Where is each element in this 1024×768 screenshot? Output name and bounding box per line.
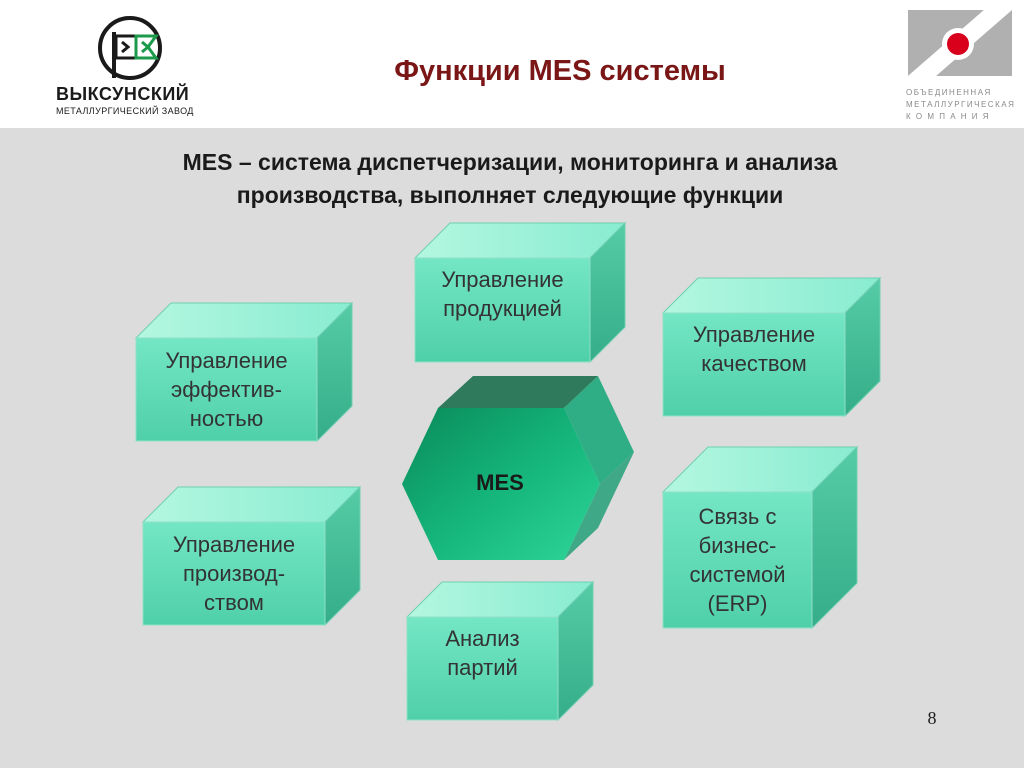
subtitle-line-2: производства, выполняет следующие функци… [236, 182, 784, 208]
box-label-erp: Связь с бизнес- системой (ERP) [689, 504, 786, 616]
box-production-management [141, 485, 362, 627]
box-label-production: Управление производ- ством [172, 532, 296, 615]
mes-center-label: MES [476, 470, 524, 495]
slide-subtitle: MES – система диспетчеризации, мониторин… [120, 146, 900, 212]
box-label-quality: Управление качеством [692, 322, 816, 376]
omk-logo-line-1: ОБЪЕДИНЕННАЯ [906, 88, 992, 97]
page-number: 8 [927, 708, 937, 728]
omk-emblem-icon [908, 10, 1012, 76]
mes-center-prism [402, 376, 634, 560]
subtitle-line-1: MES – система диспетчеризации, мониторин… [182, 149, 838, 175]
vyksa-emblem-icon [98, 16, 162, 80]
box-erp-link [661, 445, 859, 630]
slide-title: Функции MES системы [394, 55, 726, 87]
box-quality-management [661, 276, 882, 418]
box-batch-analysis [405, 580, 595, 722]
box-efficiency-management [134, 301, 354, 443]
box-label-batches: Анализ партий [445, 626, 520, 680]
box-label-products: Управление продукцией [441, 267, 564, 321]
slide-header: ВЫКСУНСКИЙ МЕТАЛЛУРГИЧЕСКИЙ ЗАВОД Функци… [0, 0, 1024, 128]
omk-logo-line-2: МЕТАЛЛУРГИЧЕСКАЯ [906, 100, 1016, 109]
omk-logo-line-3: К О М П А Н И Я [906, 112, 990, 121]
box-product-management [413, 221, 627, 364]
omk-logo: ОБЪЕДИНЕННАЯ МЕТАЛЛУРГИЧЕСКАЯ К О М П А … [904, 6, 1016, 122]
box-label-efficiency: Управление эффектив- ностью [165, 348, 288, 431]
vyksa-logo-name: ВЫКСУНСКИЙ [56, 84, 190, 104]
vyksa-logo-subtitle: МЕТАЛЛУРГИЧЕСКИЙ ЗАВОД [56, 106, 194, 116]
vyksa-logo: ВЫКСУНСКИЙ МЕТАЛЛУРГИЧЕСКИЙ ЗАВОД [52, 12, 232, 116]
